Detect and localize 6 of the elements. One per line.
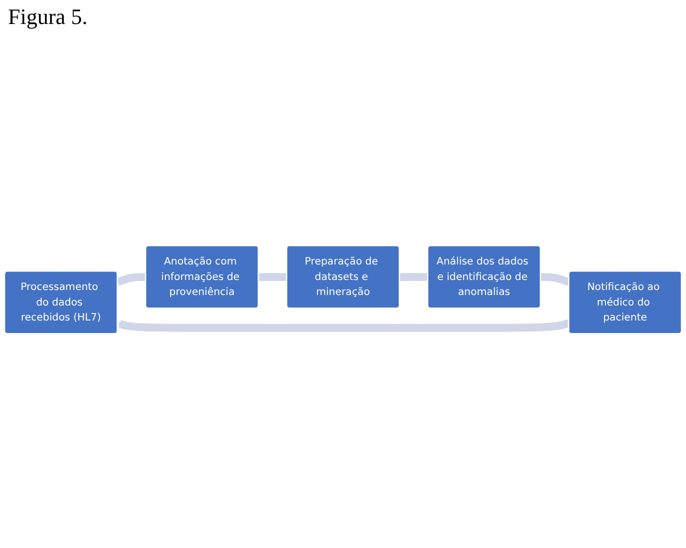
arrow bbox=[117, 320, 570, 332]
connector bbox=[539, 273, 570, 286]
connector bbox=[398, 273, 430, 282]
connector bbox=[116, 273, 148, 286]
figure-caption: Figura 5. bbox=[8, 4, 88, 30]
connector bbox=[257, 273, 288, 282]
